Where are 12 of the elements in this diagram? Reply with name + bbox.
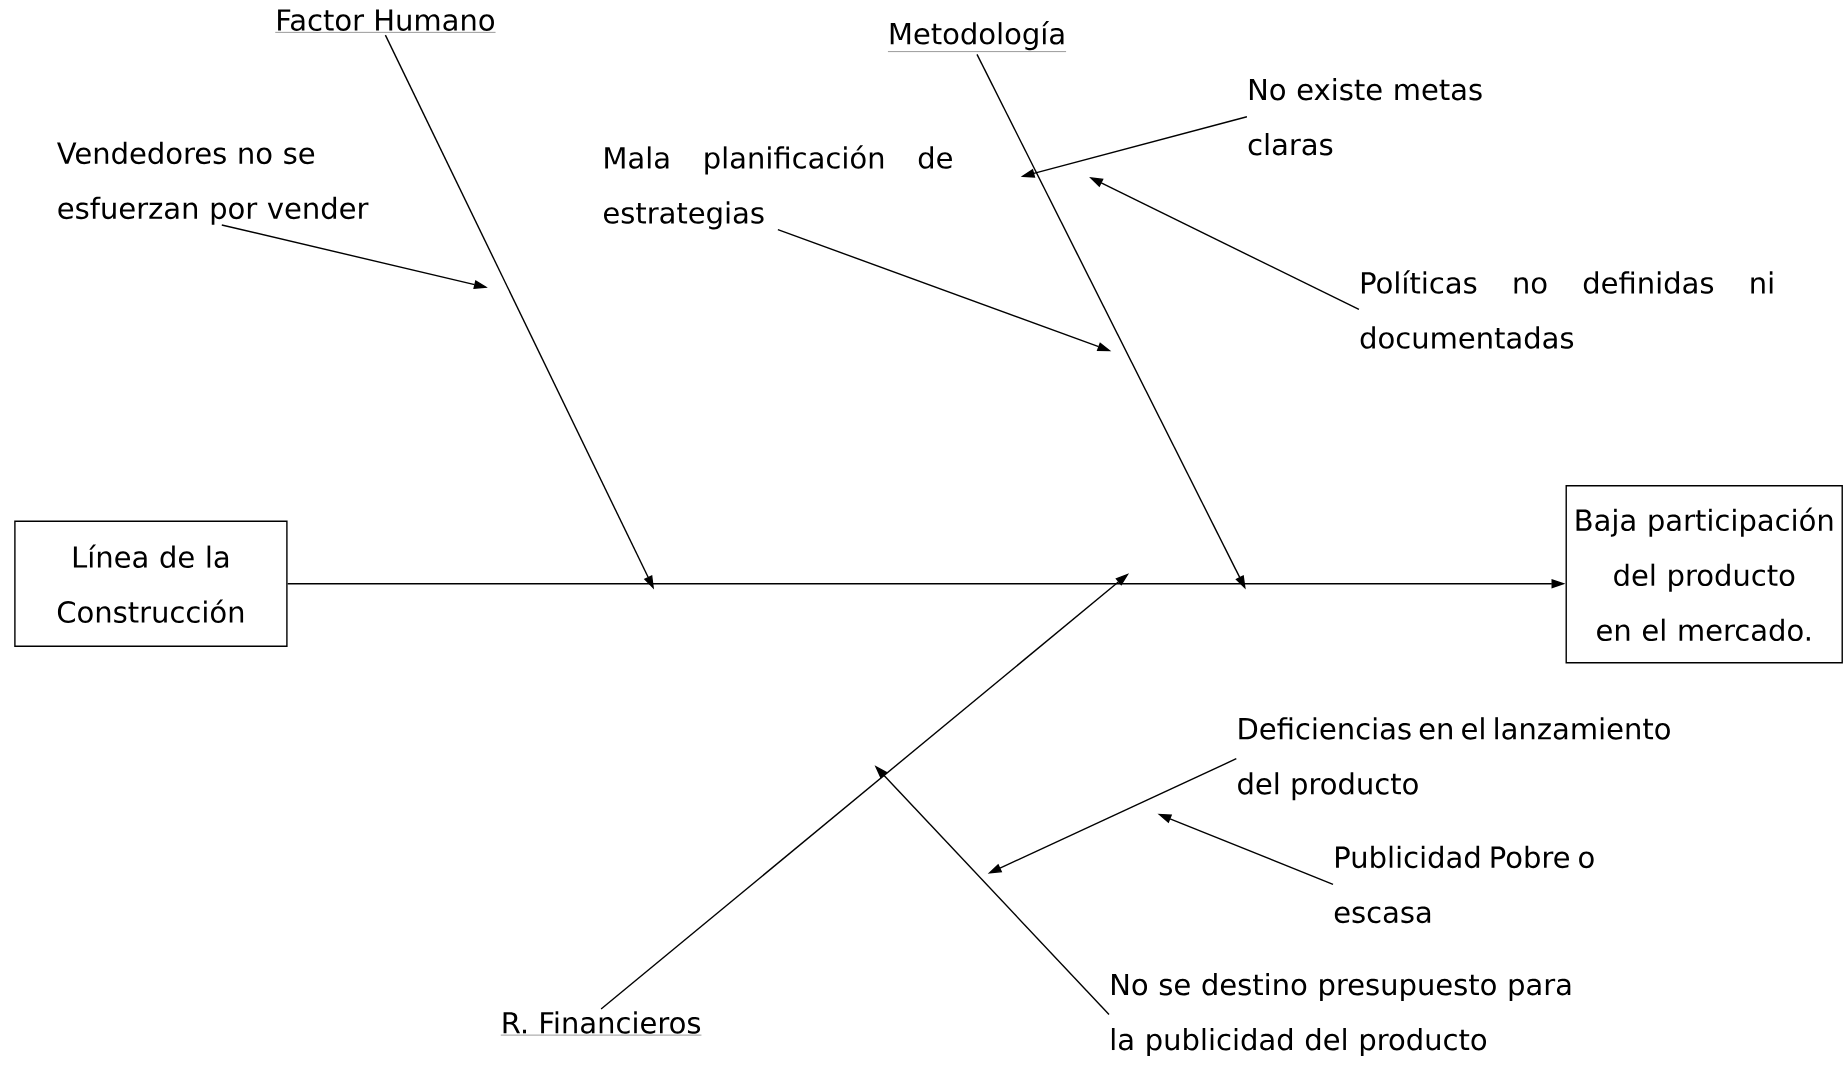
cause-text: Publicidad Pobre o escasa [1334, 845, 1594, 924]
cause-box: Línea de la Construcción [14, 520, 288, 647]
cause-text: No se destino presupuesto para la publicidad del producto [1111, 973, 1571, 1057]
cause-text: Mala planificación de estrategias [604, 145, 952, 230]
category-label: R. Financieros [500, 1011, 702, 1036]
category-label: Factor Humano [275, 9, 496, 33]
cause-text: Deficiencias en el lanzamiento del producto [1238, 717, 1670, 801]
category-label: Metodología [887, 20, 1067, 52]
cause-text: Políticas no definidas ni documentadas [1360, 270, 1773, 349]
cause-text: No existe metas claras [1248, 78, 1482, 156]
effect-box: Baja participación del producto en el mercado. [1565, 485, 1843, 664]
cause-text: Vendedores no se esfuerzan por vender [57, 141, 369, 225]
